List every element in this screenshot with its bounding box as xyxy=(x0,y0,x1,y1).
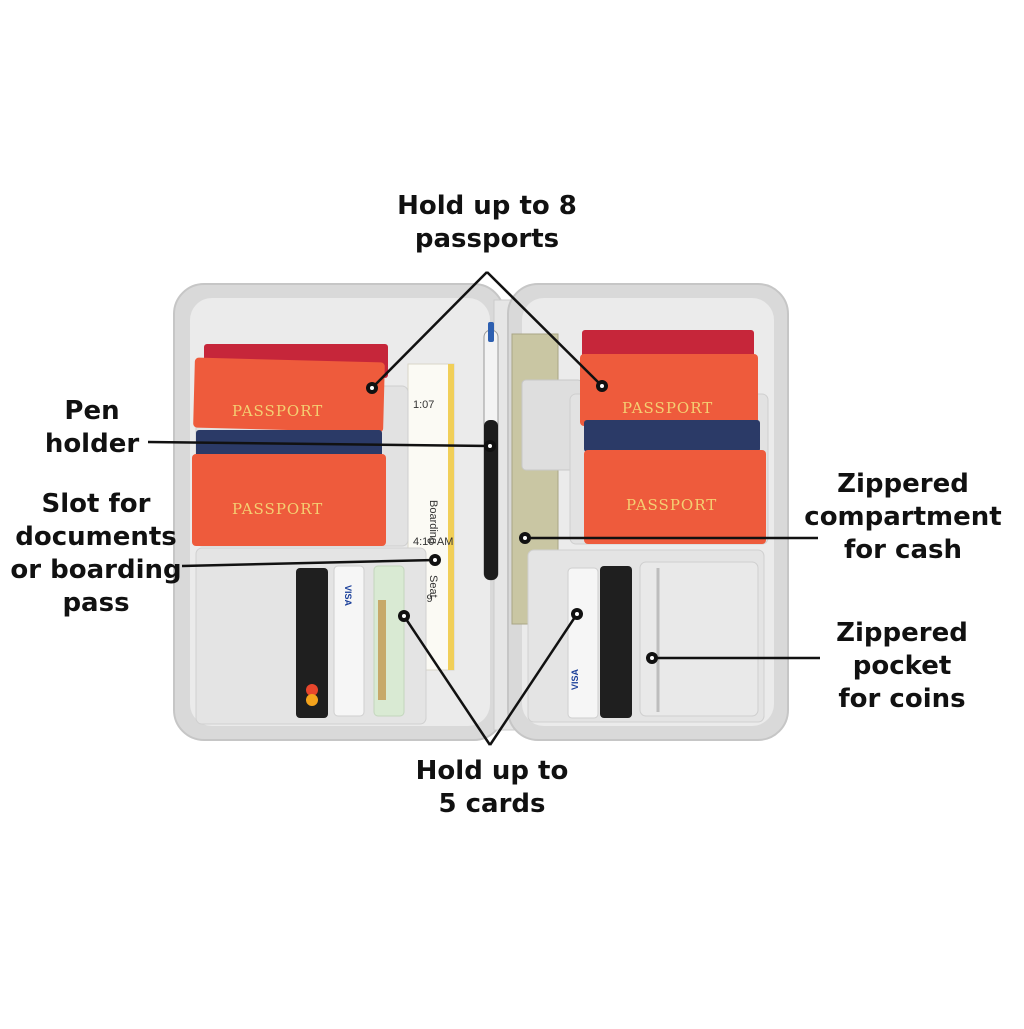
callout-slot-line-1: Slot for xyxy=(41,489,151,519)
pen-dot-center xyxy=(488,444,492,448)
card-stripe xyxy=(378,600,386,700)
callout-pen-line-2: holder xyxy=(44,429,140,459)
slot-line xyxy=(181,558,436,568)
callout-passports-line-2: passports xyxy=(414,224,560,254)
passports-dot-left-center xyxy=(370,386,374,390)
callout-documents-slot: Slot for documents or boarding pass xyxy=(0,488,192,620)
callout-lines xyxy=(147,271,820,746)
boarding-text-3: 4:10 AM xyxy=(413,536,453,548)
pen-line xyxy=(147,440,491,448)
left-panel: 1:07 Boarding 4:10 AM Seat A09 PASSPORT … xyxy=(173,283,505,741)
passport-front-1 xyxy=(193,357,385,433)
callout-cards-line-2: 5 cards xyxy=(438,789,546,819)
cards-dot-right-center xyxy=(575,612,579,616)
callout-passports: Hold up to 8 passports xyxy=(372,190,602,256)
callout-coins-line-1: Zippered xyxy=(836,618,968,648)
callout-coins-line-3: for coins xyxy=(838,684,966,714)
callout-cash-line-1: Zippered xyxy=(837,469,969,499)
callout-passports-line-1: Hold up to 8 xyxy=(397,191,577,221)
passports-dot-right-center xyxy=(600,384,604,388)
passport-back-2 xyxy=(196,430,382,460)
callout-cash-compartment: Zippered compartment for cash xyxy=(792,468,1014,567)
card-logo-red xyxy=(306,684,318,696)
card-logo-yellow xyxy=(306,694,318,706)
card-white xyxy=(333,565,365,717)
card-brand-right: VISA xyxy=(570,668,580,690)
boarding-text-1: 1:07 xyxy=(413,399,434,411)
cards-line-right xyxy=(488,613,579,746)
callout-cards: Hold up to 5 cards xyxy=(392,755,592,821)
callout-coins-line-2: pocket xyxy=(852,651,952,681)
passport-label-2: PASSPORT xyxy=(232,500,323,518)
slot-dot-center xyxy=(433,558,437,562)
coin-pocket xyxy=(639,561,759,717)
pen-clip xyxy=(488,322,494,342)
callout-coin-pocket: Zippered pocket for coins xyxy=(812,617,992,716)
cards-line-left xyxy=(402,615,492,746)
boarding-pass-edge xyxy=(448,364,454,670)
callout-cards-line-1: Hold up to xyxy=(415,756,569,786)
callout-cash-line-2: compartment xyxy=(804,502,1002,532)
card-brand-left: VISA xyxy=(343,585,353,607)
cash-dot-center xyxy=(523,536,527,540)
passports-line-left xyxy=(371,271,488,389)
passport-back-4 xyxy=(584,420,760,452)
callout-dot-centers xyxy=(370,384,654,660)
pen-grip xyxy=(484,420,498,580)
callout-slot-line-2: documents xyxy=(15,522,177,552)
callout-pen-line-1: Pen xyxy=(64,396,120,426)
right-panel: PASSPORT PASSPORT VISA xyxy=(507,283,789,741)
callout-pen-holder: Pen holder xyxy=(22,395,162,461)
boarding-text-2: Boarding xyxy=(427,500,439,544)
passport-front-2 xyxy=(192,454,386,546)
callout-slot-line-4: pass xyxy=(62,588,130,618)
boarding-text-4: Seat xyxy=(427,575,439,598)
passport-label-4: PASSPORT xyxy=(626,496,717,514)
card-white-right xyxy=(567,567,599,719)
callout-cash-line-3: for cash xyxy=(844,535,962,565)
passport-label-3: PASSPORT xyxy=(622,399,713,417)
coins-dot-center xyxy=(650,656,654,660)
passport-front-3 xyxy=(580,354,758,426)
passport-front-4 xyxy=(584,450,766,544)
card-black xyxy=(296,568,328,718)
cards-dot-left-center xyxy=(402,614,406,618)
passport-label-1: PASSPORT xyxy=(232,402,323,420)
callout-slot-line-3: or boarding xyxy=(10,555,182,585)
card-black-right xyxy=(600,566,632,718)
passports-line-right xyxy=(486,271,603,387)
